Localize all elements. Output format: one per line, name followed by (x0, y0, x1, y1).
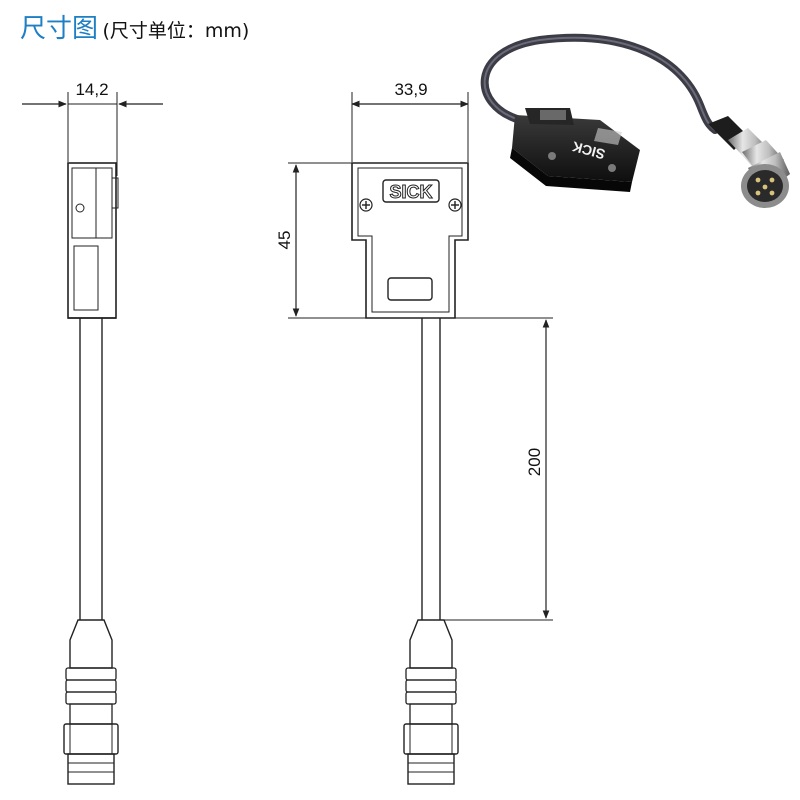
front-width-dimension: 33,9 (351, 80, 469, 162)
housing-height-label: 45 (275, 231, 294, 250)
front-cable (421, 318, 441, 620)
product-photo: SICK (480, 33, 790, 208)
side-housing (67, 162, 119, 319)
front-width-label: 33,9 (394, 80, 427, 99)
logo-text: SICK (389, 182, 432, 202)
front-housing: SICK (351, 162, 469, 319)
title-main: 尺寸图 (20, 14, 99, 44)
side-cable (79, 318, 103, 620)
cable-length-dimension: 200 (440, 317, 553, 621)
side-width-dimension: 14,2 (22, 80, 163, 176)
photo-sensor-body: SICK (510, 108, 640, 192)
side-view: 14,2 (22, 80, 163, 785)
logo-plate (382, 179, 440, 203)
screw-right-icon (448, 198, 462, 212)
screw-left-icon (359, 198, 373, 212)
housing-height-dimension: 45 (275, 162, 420, 319)
title-units: (尺寸单位：mm) (102, 20, 250, 42)
front-view: 33,9 45 SICK (275, 80, 553, 785)
side-connector (63, 619, 119, 785)
label-window (387, 277, 433, 301)
page-title: 尺寸图 (尺寸单位：mm) (20, 8, 249, 45)
front-connector (403, 619, 459, 785)
photo-connector (708, 116, 790, 208)
side-width-label: 14,2 (75, 80, 108, 99)
cable-length-label: 200 (525, 448, 544, 476)
